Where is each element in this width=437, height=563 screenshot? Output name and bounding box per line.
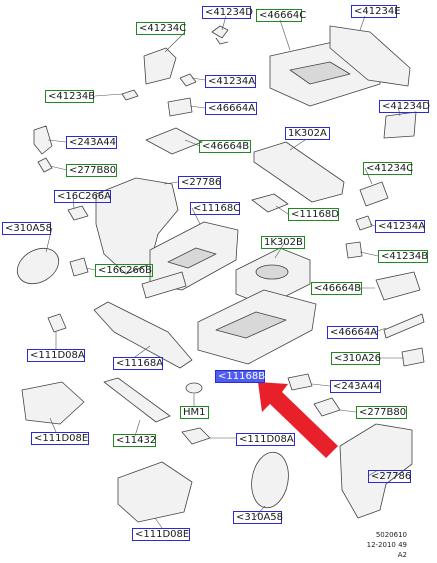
callout-hm1[interactable]: HM1	[180, 406, 209, 419]
callout-41234d[interactable]: <41234D	[202, 6, 253, 19]
footer-date-code: 12-2010 49	[366, 541, 407, 549]
callout-41234b[interactable]: <41234B	[45, 90, 95, 103]
clip-277b80	[37, 157, 53, 173]
callout-1k302a[interactable]: 1K302A	[285, 127, 330, 140]
label-card-46664a	[167, 97, 193, 117]
callout-111d08e-bottom[interactable]: <111D08E	[132, 528, 190, 541]
callout-11168b-selected[interactable]: <11168B	[215, 370, 265, 383]
callout-310a58-bottom[interactable]: <310A58	[233, 511, 283, 524]
callout-310a26[interactable]: <310A26	[331, 352, 381, 365]
callout-11168c[interactable]: <11168C	[190, 202, 240, 215]
callout-41234c[interactable]: <41234C	[136, 22, 186, 35]
block-16c266b	[69, 257, 89, 277]
callout-243a44-right[interactable]: <243A44	[330, 380, 381, 393]
callout-41234a[interactable]: <41234A	[205, 75, 256, 88]
strip-11432	[103, 377, 171, 423]
callout-111d08e[interactable]: <111D08E	[31, 432, 89, 445]
callout-41234c-right[interactable]: <41234C	[363, 162, 413, 175]
callout-46664b[interactable]: <46664B	[199, 140, 251, 153]
clip-41234a	[179, 73, 197, 87]
pad-310a26	[401, 347, 425, 367]
plug-hm1	[185, 382, 203, 394]
footer-sheet: A2	[397, 551, 407, 559]
footer-drawing-number: 5020610	[375, 531, 407, 539]
cover-11168d	[251, 193, 289, 213]
bracket-111d08a	[47, 313, 67, 333]
mat-310a58	[16, 247, 60, 285]
callout-11168a[interactable]: <11168A	[113, 357, 163, 370]
callout-46664b-right[interactable]: <46664B	[311, 282, 362, 295]
rail-1k302a	[253, 141, 345, 203]
callout-16c266b[interactable]: <16C266B	[95, 264, 153, 277]
clip-41234a-right	[355, 215, 373, 231]
floor-tray-11168c	[141, 271, 187, 299]
highlight-arrow	[258, 382, 338, 458]
trim-panel-41234c	[143, 47, 177, 85]
callout-277b80[interactable]: <277B80	[66, 164, 117, 177]
callout-46664a[interactable]: <46664A	[205, 102, 257, 115]
callout-111d08a-bottom[interactable]: <111D08A	[236, 433, 295, 446]
clip-277b80-right	[313, 397, 341, 417]
callout-1k302b[interactable]: 1K302B	[261, 236, 305, 249]
callout-41234d-right[interactable]: <41234D	[379, 100, 430, 113]
callout-41234a-right[interactable]: <41234A	[375, 220, 425, 233]
pad-46664b	[145, 127, 203, 155]
callout-46664a-right[interactable]: <46664A	[327, 326, 378, 339]
mat-111d08e-bottom	[117, 461, 193, 523]
bracket-243a44-right	[287, 373, 313, 391]
callout-11432[interactable]: <11432	[113, 434, 156, 447]
callout-277b80-right[interactable]: <277B80	[356, 406, 407, 419]
trim-strip-41234d	[383, 111, 417, 139]
block-16c266a	[67, 205, 89, 221]
trunk-side-cover-41234e	[329, 25, 411, 87]
callout-41234e[interactable]: <41234E	[351, 5, 401, 18]
trim-piece-41234c-right	[359, 181, 389, 207]
clip-41234b	[121, 89, 139, 101]
clip-part-41234d	[211, 25, 229, 45]
bracket-111d08a-bottom	[181, 427, 211, 445]
callout-310a58[interactable]: <310A58	[2, 222, 52, 235]
mat-46664b	[375, 271, 421, 301]
callout-27786[interactable]: <27786	[178, 176, 221, 189]
callout-46664c[interactable]: <46664C	[256, 9, 306, 22]
clip-41234b-right	[345, 241, 363, 259]
callout-41234b-right[interactable]: <41234B	[378, 250, 428, 263]
callout-16c266a[interactable]: <16C266A	[54, 190, 111, 203]
mat-111d08e	[21, 381, 85, 425]
callout-11168d[interactable]: <11168D	[288, 208, 339, 221]
callout-243a44[interactable]: <243A44	[66, 136, 117, 149]
rail-11168a	[93, 301, 193, 369]
callout-111d08a[interactable]: <111D08A	[27, 349, 85, 362]
bracket-243a44	[33, 125, 53, 155]
mat-310a58-bottom	[251, 451, 289, 509]
callout-27786-right[interactable]: <27786	[368, 470, 411, 483]
strip-46664a	[383, 313, 425, 339]
